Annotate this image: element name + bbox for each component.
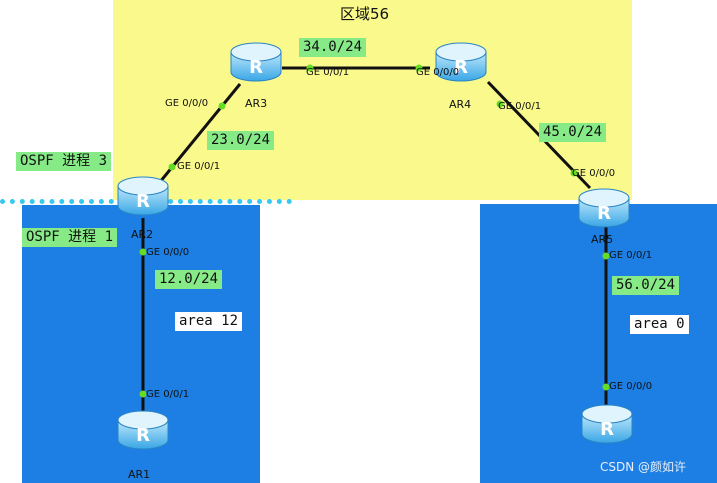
zone-title: 区域56	[340, 5, 390, 23]
svg-text:R: R	[136, 191, 150, 212]
router-icon[interactable]: R	[434, 42, 488, 82]
port-label: GE 0/0/1	[177, 161, 221, 172]
router-icon[interactable]: R	[116, 410, 170, 450]
watermark: CSDN @颜如许	[600, 460, 687, 474]
area-0-label: area 0	[630, 315, 689, 334]
svg-text:R: R	[454, 57, 468, 78]
router-name-ar4: AR4	[449, 98, 472, 111]
router-name-ar3: AR3	[245, 97, 268, 110]
port-dot	[415, 64, 423, 72]
ospf-process-1-label: OSPF 进程 1	[22, 228, 118, 247]
port-dot	[570, 169, 578, 177]
router-icon[interactable]: R	[577, 188, 631, 228]
router-icon[interactable]: R	[229, 42, 283, 82]
svg-text:R: R	[249, 57, 263, 78]
router-name-ar1: AR1	[128, 468, 151, 481]
port-label: GE 0/0/0	[572, 168, 616, 179]
port-dot	[602, 252, 610, 260]
network-label-12: 12.0/24	[155, 270, 223, 289]
ospf-process-3-zone	[113, 0, 632, 200]
port-label: GE 0/0/0	[165, 98, 209, 109]
svg-text:R: R	[600, 419, 614, 440]
port-dot	[306, 64, 314, 72]
router-icon[interactable]: R	[116, 176, 170, 216]
port-dot	[139, 390, 147, 398]
router-name-ar5: AR5	[591, 233, 614, 246]
network-label-23: 23.0/24	[207, 131, 275, 150]
port-dot	[139, 248, 147, 256]
area-12-label: area 12	[175, 312, 243, 331]
network-label-34: 34.0/24	[299, 38, 367, 57]
port-label: GE 0/0/0	[146, 247, 190, 258]
port-label: GE 0/0/1	[498, 101, 542, 112]
router-icon[interactable]: R	[580, 404, 634, 444]
router-name-ar2: AR2	[131, 228, 154, 241]
svg-text:R: R	[597, 203, 611, 224]
port-dot	[218, 102, 226, 110]
port-dot	[168, 163, 176, 171]
svg-text:R: R	[136, 425, 150, 446]
port-label: GE 0/0/1	[306, 67, 350, 78]
port-dot	[496, 100, 504, 108]
port-label: GE 0/0/0	[609, 381, 653, 392]
port-label: GE 0/0/0	[416, 67, 460, 78]
ospf-process-3-label: OSPF 进程 3	[16, 152, 112, 171]
network-label-56: 56.0/24	[612, 276, 680, 295]
port-label: GE 0/0/1	[146, 389, 190, 400]
port-label: GE 0/0/1	[609, 250, 653, 261]
network-label-45: 45.0/24	[539, 123, 607, 142]
port-dot	[602, 383, 610, 391]
